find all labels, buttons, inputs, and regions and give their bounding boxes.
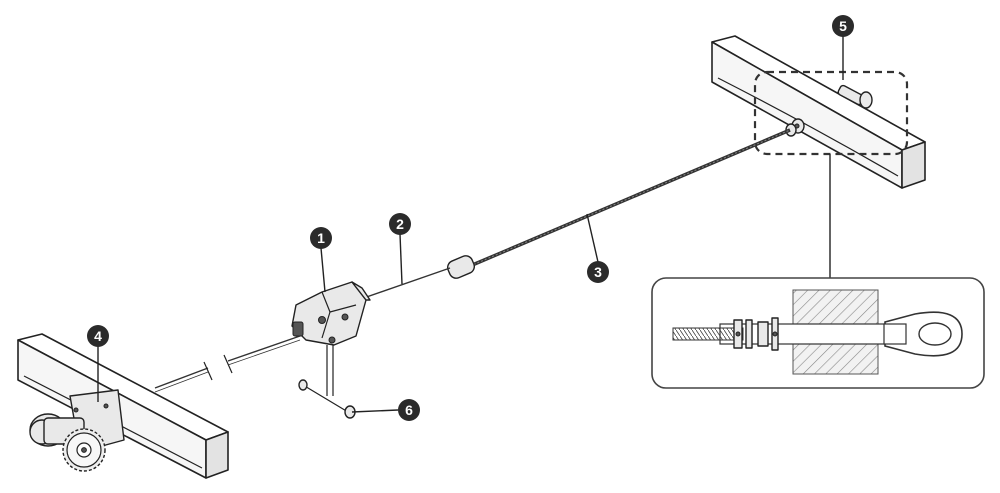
callout-3-leader bbox=[586, 213, 599, 263]
eye-bolt-nut bbox=[785, 118, 805, 137]
svg-text:4: 4 bbox=[94, 328, 102, 344]
svg-text:5: 5 bbox=[839, 18, 847, 34]
callout-6-leader bbox=[351, 409, 399, 413]
callout-6: 6 bbox=[398, 399, 420, 421]
callout-1: 1 bbox=[310, 227, 332, 249]
anchor-bracket-pin bbox=[837, 84, 873, 109]
callout-2-leader bbox=[399, 233, 403, 285]
callout-1-leader bbox=[320, 247, 326, 293]
detail-nuts bbox=[733, 317, 779, 351]
svg-text:2: 2 bbox=[396, 216, 404, 232]
thin-cable bbox=[354, 267, 451, 302]
eye-bolt-detail-panel bbox=[651, 277, 985, 389]
callout-5: 5 bbox=[832, 15, 854, 37]
svg-text:1: 1 bbox=[317, 230, 325, 246]
winch-gear-icon bbox=[62, 428, 106, 472]
right-anchor-beam bbox=[711, 35, 926, 189]
cable-coupler-sleeve bbox=[446, 255, 476, 279]
callout-4: 4 bbox=[87, 325, 109, 347]
left-winch-beam bbox=[17, 333, 229, 479]
detail-highlight-box bbox=[753, 70, 909, 156]
threaded-rod-detail bbox=[672, 327, 744, 341]
callout-2: 2 bbox=[389, 213, 411, 235]
winch-mechanism bbox=[29, 389, 125, 472]
callout-3: 3 bbox=[587, 261, 609, 283]
eye-loop-detail bbox=[883, 311, 963, 357]
tensioner-handle bbox=[298, 345, 356, 419]
svg-text:6: 6 bbox=[405, 402, 413, 418]
cable-tensioner-body bbox=[291, 281, 371, 346]
svg-text:3: 3 bbox=[594, 264, 602, 280]
cable-break-marks bbox=[203, 354, 233, 381]
left-cable bbox=[154, 367, 209, 389]
